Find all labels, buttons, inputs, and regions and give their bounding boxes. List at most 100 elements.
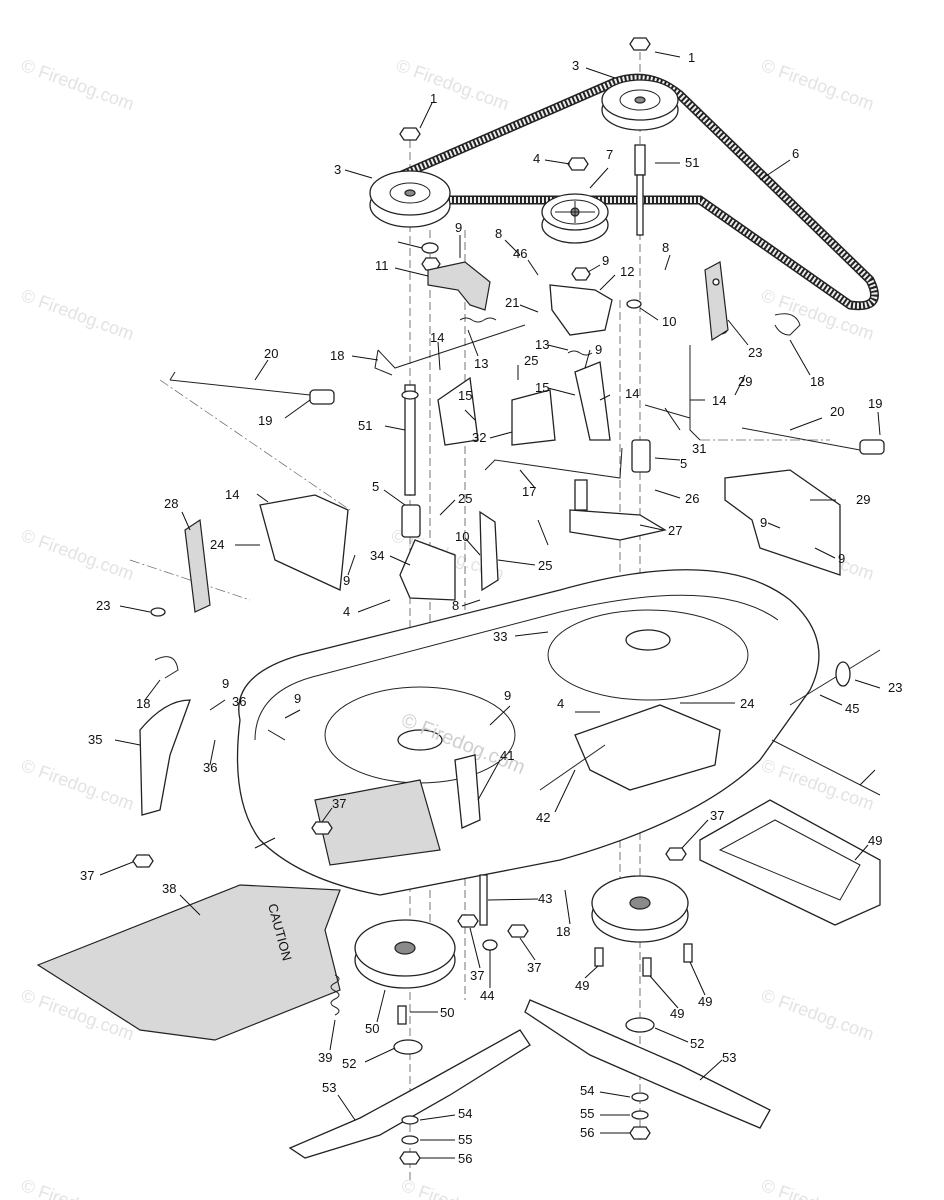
callout-9: 9 [294,691,301,706]
callout-56: 56 [458,1151,472,1166]
blade-53-right [524,999,771,1129]
bracket-46 [699,799,881,926]
callout-4: 4 [343,604,350,619]
callout-8: 8 [495,226,502,241]
callout-9: 9 [504,688,511,703]
callout-49: 49 [575,978,589,993]
swivel-19-left [309,389,335,405]
callout-44: 45 [845,701,859,716]
callout-21: 21 [505,295,519,310]
callout-35: 35 [88,732,102,747]
callout-5: 5 [680,456,687,471]
callout-16: 17 [522,484,536,499]
spring-39 [330,974,340,1016]
callout-13: 13 [474,356,488,371]
callout-54: 54 [580,1083,594,1098]
watermark: © Firedog.com [759,1175,877,1200]
callout-9: 9 [343,573,350,588]
callout-37: 37 [527,960,541,975]
callout-3: 3 [334,162,341,177]
watermark: © Firedog.com [399,1175,517,1200]
callout-51: 51 [685,155,699,170]
callout-51: 51 [358,418,372,433]
callout-42: 43 [538,891,552,906]
callout-18: 18 [810,374,824,389]
callout-33: 33 [493,629,507,644]
bolts-37-49 [132,821,693,1025]
callout-10: 10 [455,529,469,544]
callout-14: 14 [225,487,239,502]
callout-40: 41 [500,748,514,763]
callout-4: 4 [557,696,564,711]
callout-1: 1 [430,91,437,106]
rod-20-left [169,371,311,396]
pulley-3-right [601,79,679,131]
callout-15: 15 [458,388,472,403]
leader-lines [99,51,881,1159]
callout-8: 8 [662,240,669,255]
bracket-11 [427,261,491,311]
callout-32: 32 [472,430,486,445]
callout-52: 52 [690,1036,704,1051]
mower-deck-60: © Firedog.com [236,569,820,896]
callout-27: 26 [685,491,699,506]
watermark: © Firedog.com [19,55,137,114]
callout-37: 37 [710,808,724,823]
callout-52: 52 [342,1056,356,1071]
callout-11: 11 [375,258,389,273]
watermark: © Firedog.com [19,755,137,814]
bracket-30 [724,469,841,576]
arm-26 [479,510,499,592]
callout-12: 12 [620,264,634,279]
callout-9: 9 [602,253,609,268]
callout-6: 6 [792,146,799,161]
rod-17 [374,324,526,376]
callout-54: 54 [458,1106,472,1121]
callout-3: 3 [572,58,579,73]
watermark: © Firedog.com [394,55,512,114]
callout-9: 9 [455,220,462,235]
shaft-44 [789,649,881,706]
callout-14: 14 [712,393,726,408]
callout-50: 50 [365,1021,379,1036]
arm-29-left [184,518,211,613]
callout-23: 23 [748,345,762,360]
callout-36: 36 [203,760,217,775]
washer-23-left [150,607,166,617]
callout-38: 38 [162,881,176,896]
idler-pulley-7 [541,193,609,244]
rod-16 [484,447,623,479]
rod-20-right [741,427,861,451]
blade-53-left [288,1029,531,1159]
callout-10: 10 [662,314,676,329]
callout-43: 44 [480,988,494,1003]
callout-20: 20 [264,346,278,361]
brackets-15-32 [437,361,611,446]
callout-23: 23 [96,598,110,613]
watermark: © Firedog.com [759,55,877,114]
bushing-5 [401,439,651,538]
callout-25: 25 [524,353,538,368]
callout-20: 20 [830,404,844,419]
bearings-52 [393,1017,655,1055]
callout-41: 42 [536,810,550,825]
callout-24: 24 [210,537,224,552]
hub-50 [354,919,456,989]
hub-50-right [591,875,689,943]
callout-55: 55 [458,1132,472,1147]
callout-37: 37 [332,796,346,811]
callout-49: 49 [670,1006,684,1021]
clip-18-right [774,313,801,336]
callout-46: 49 [868,833,882,848]
shield-35 [139,699,191,816]
callout-18: 18 [556,924,570,939]
callout-29: 28 [164,496,178,511]
callout-53: 53 [722,1050,736,1065]
callout-14: 14 [625,386,639,401]
callout-labels: 1 3 1 3 4 7 51 6 9 8 11 9 12 8 46 21 10 … [80,50,902,1166]
callout-25: 25 [458,491,472,506]
watermark: © Firedog.com [19,1175,137,1200]
callout-25: 24 [740,696,754,711]
callout-49: 49 [698,994,712,1009]
